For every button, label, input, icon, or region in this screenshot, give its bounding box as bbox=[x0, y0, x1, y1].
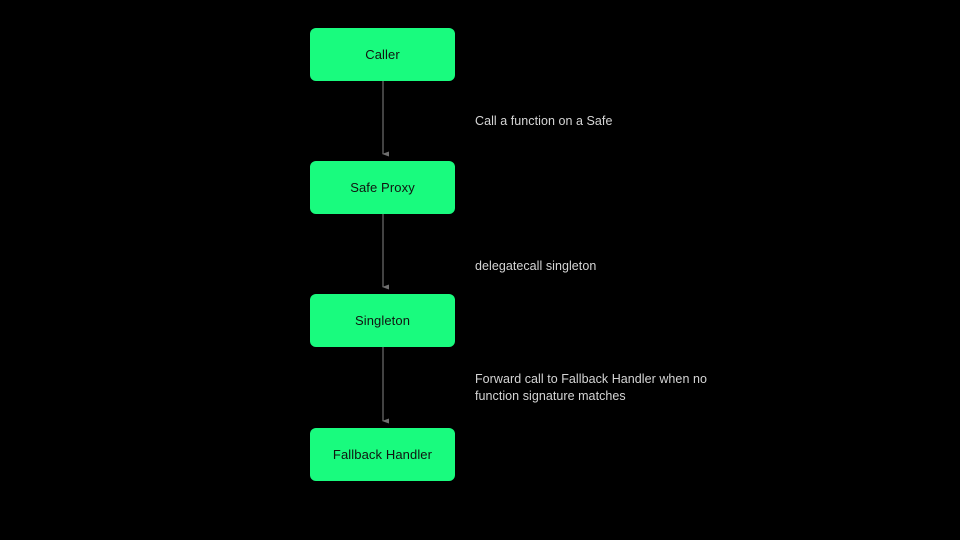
node-caller[interactable]: Caller bbox=[310, 28, 455, 81]
edge-label-singleton-to-fallback-handler: Forward call to Fallback Handler when no… bbox=[475, 372, 707, 403]
node-singleton-label: Singleton bbox=[354, 313, 411, 328]
node-fallback-handler-label: Fallback Handler bbox=[332, 447, 433, 462]
node-singleton[interactable]: Singleton bbox=[310, 294, 455, 347]
node-fallback-handler[interactable]: Fallback Handler bbox=[310, 428, 455, 481]
node-safe-proxy-label: Safe Proxy bbox=[350, 180, 415, 195]
node-caller-label: Caller bbox=[365, 47, 400, 62]
edge-label-safe-proxy-to-singleton: delegatecall singleton bbox=[475, 259, 597, 273]
node-safe-proxy[interactable]: Safe Proxy bbox=[310, 161, 455, 214]
edge-label-caller-to-safe-proxy: Call a function on a Safe bbox=[475, 114, 613, 128]
